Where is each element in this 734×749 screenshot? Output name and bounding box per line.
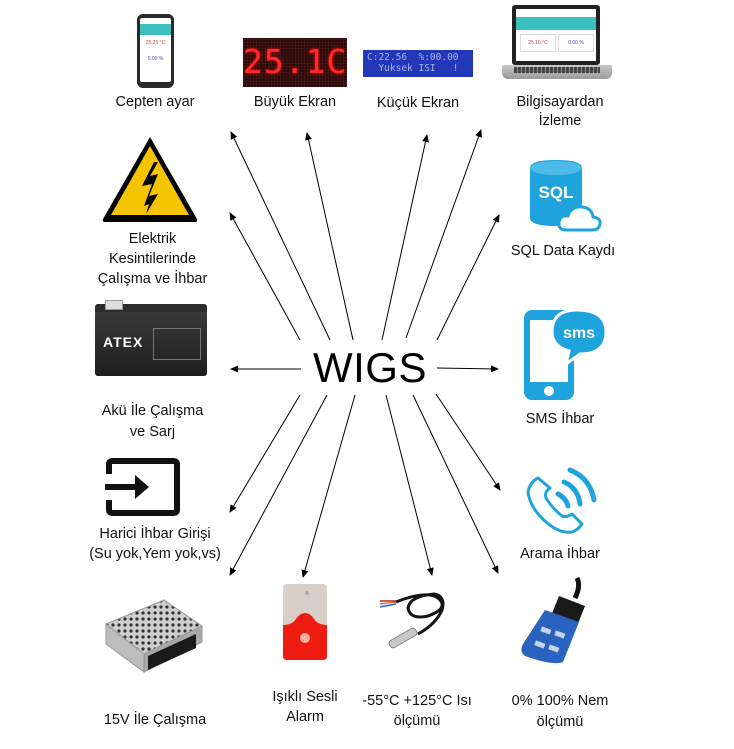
label-power-outage-3: Çalışma ve İhbar xyxy=(97,271,208,287)
laptop-hum-value: 0.00 % xyxy=(558,34,594,52)
label-computer-1: Bilgisayardan xyxy=(516,94,604,110)
lcd-line-1: C:22.56 %:00.00 xyxy=(367,52,459,63)
sql-database-cloud-icon: SQL xyxy=(530,160,602,232)
center-title-wigs: WIGS xyxy=(313,344,427,391)
arrow-to-humidity-sensor xyxy=(412,394,499,574)
lcd-display-icon: C:22.56 %:00.00 Yuksek ISI ! xyxy=(363,50,473,77)
smartphone-icon: 25.25 °C 0.00 % xyxy=(137,14,174,88)
high-voltage-warning-icon xyxy=(102,137,198,222)
label-psu: 15V İle Çalışma xyxy=(103,712,207,728)
label-mobile: Cepten ayar xyxy=(115,94,195,110)
label-sql: SQL Data Kaydı xyxy=(510,243,616,259)
arrow-to-alarm xyxy=(301,394,356,578)
label-temp-sensor-2: ölçümü xyxy=(393,713,441,729)
led-display-icon: 25.1C xyxy=(243,38,347,87)
arrow-to-call xyxy=(435,393,501,491)
label-external-input-2: (Su yok,Yem yok,vs) xyxy=(89,546,221,562)
label-alarm-2: Alarm xyxy=(286,709,324,725)
label-power-outage-2: Kesintilerinde xyxy=(108,251,197,267)
humidity-sensor-icon xyxy=(521,576,585,664)
label-external-input-1: Harici İhbar Girişi xyxy=(99,526,211,542)
laptop-keyboard xyxy=(502,65,612,79)
lcd-line-2: Yuksek ISI ! xyxy=(367,63,459,74)
battery-brand: ATEX xyxy=(103,334,144,350)
sql-icon-text: SQL xyxy=(539,183,574,202)
arrow-to-sql xyxy=(436,214,500,341)
label-temp-sensor-1: -55°C +125°C Isı xyxy=(362,693,472,709)
temperature-probe-icon xyxy=(379,592,445,649)
arrow-to-temp-sensor xyxy=(385,394,434,576)
laptop-temp-value: 25.10 °C xyxy=(520,34,556,52)
siren-icon xyxy=(283,584,327,660)
sms-phone-icon: sms xyxy=(524,308,608,400)
mobile-hum-value: 0.00 % xyxy=(147,56,164,62)
battery-icon: ATEX xyxy=(95,300,207,376)
arrow-to-mobile xyxy=(230,131,331,341)
big-display-text: 25.1C xyxy=(243,42,347,81)
label-power-outage-1: Elektrik xyxy=(128,231,177,247)
phone-call-icon xyxy=(526,467,597,534)
laptop-icon: 25.10 °C 0.00 % xyxy=(512,5,600,65)
label-computer-2: İzleme xyxy=(538,113,582,129)
label-big-display: Büyük Ekran xyxy=(253,94,337,110)
label-battery-1: Akü İle Çalışma xyxy=(101,403,204,419)
arrow-to-small-display xyxy=(381,134,429,341)
arrow-to-psu xyxy=(229,394,328,576)
power-supply-icon xyxy=(105,599,203,673)
arrow-to-sms xyxy=(436,365,499,373)
label-humidity-sensor-1: 0% 100% Nem xyxy=(511,693,609,709)
label-call: Arama İhbar xyxy=(520,546,600,562)
label-small-display: Küçük Ekran xyxy=(376,95,460,111)
label-alarm-1: Işıklı Sesli xyxy=(272,689,338,705)
input-icon xyxy=(105,458,180,516)
arrow-to-external-input xyxy=(229,394,301,513)
mobile-temp-value: 25.25 °C xyxy=(145,40,166,46)
arrow-to-computer xyxy=(405,129,482,339)
arrow-to-power-outage xyxy=(229,212,301,341)
sms-icon-text: sms xyxy=(563,325,595,342)
label-sms: SMS İhbar xyxy=(525,411,595,427)
label-battery-2: ve Sarj xyxy=(129,424,176,440)
arrow-to-big-display xyxy=(305,132,354,341)
label-humidity-sensor-2: ölçümü xyxy=(536,714,584,730)
